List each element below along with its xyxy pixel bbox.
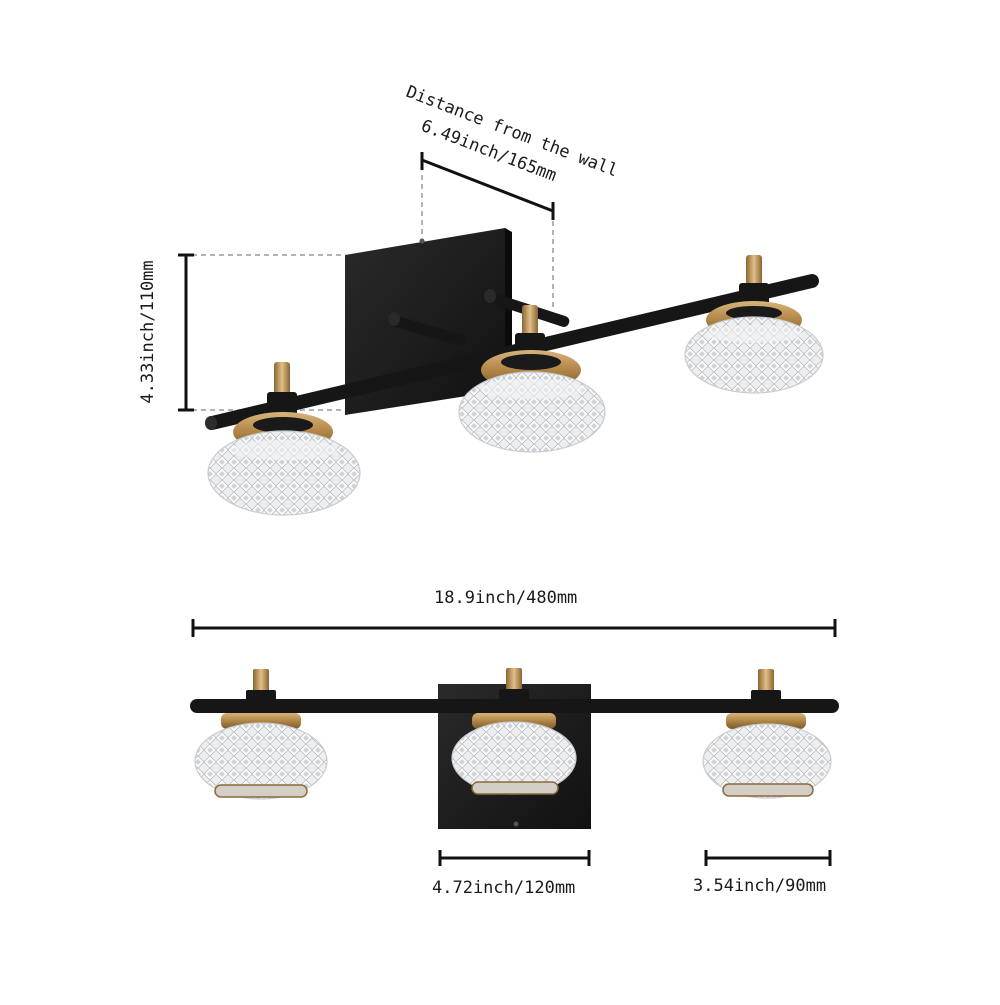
front-view <box>190 619 839 866</box>
height-dimension-line <box>178 253 194 412</box>
backplate-width-dimension-line <box>438 850 591 866</box>
light-2 <box>458 305 606 453</box>
total-width-dimension-line <box>191 619 837 637</box>
backplate-width-label: 4.72inch/120mm <box>432 878 576 898</box>
shade-width-dimension-line <box>704 850 832 866</box>
perspective-view: Distance from the wall 6.49inch/165mm 4.… <box>138 82 824 516</box>
front-light-3 <box>702 669 832 799</box>
front-light-2 <box>451 668 577 795</box>
shade-width-label: 3.54inch/90mm <box>693 876 827 896</box>
total-width-label: 18.9inch/480mm <box>434 588 578 608</box>
light-3 <box>684 255 824 394</box>
front-light-1 <box>194 669 328 800</box>
light-1 <box>207 362 361 516</box>
height-label: 4.33inch/110mm <box>138 260 158 403</box>
wall-distance-dimension-line <box>420 152 555 220</box>
